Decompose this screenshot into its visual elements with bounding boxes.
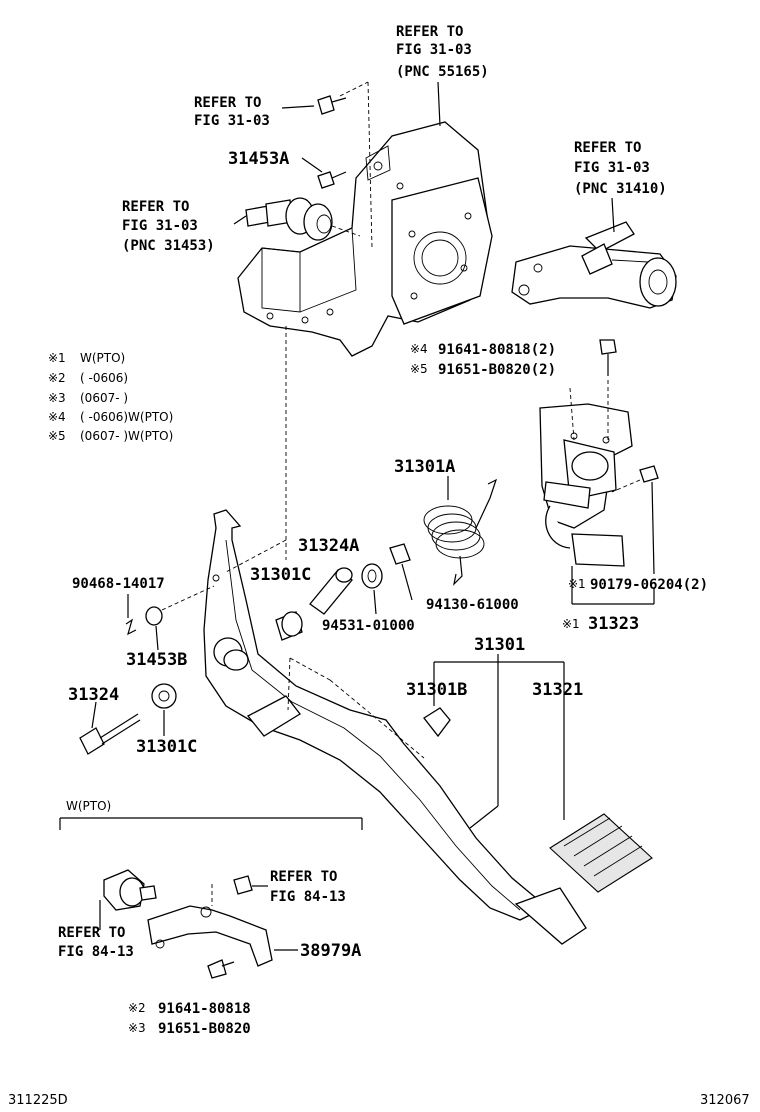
note-2-mark: ※2 <box>48 371 66 385</box>
note-3-mark: ※3 <box>48 391 66 405</box>
screw-31453a-icon <box>317 171 347 189</box>
mark-1b: ※1 <box>562 617 580 631</box>
clutch-master-cylinder-icon <box>511 221 677 309</box>
ref-fig84-right-line2: FIG 84-13 <box>270 889 346 905</box>
note-5-mark: ※5 <box>48 429 66 443</box>
label-31323: 31323 <box>588 614 639 634</box>
ref-55165-line3: (PNC 55165) <box>396 64 489 80</box>
ref-31453-line1: REFER TO <box>122 199 189 215</box>
pedal-pad-31321-icon <box>549 813 653 893</box>
ref-55165-line2: FIG 31-03 <box>396 42 472 58</box>
label-31301: 31301 <box>474 635 525 655</box>
ref-topleft-line2: FIG 31-03 <box>194 113 270 129</box>
note-1-mark: ※1 <box>48 351 66 365</box>
stop-lamp-switch-icon <box>245 197 333 241</box>
label-38979A: 38979A <box>300 941 361 961</box>
pedal-pad-rubber <box>514 887 587 945</box>
label-31301C-bottom: 31301C <box>136 737 197 757</box>
bracket-38979a-icon <box>147 905 273 967</box>
label-91641-top: 91641-80818(2) <box>438 342 556 358</box>
clip-90468-icon <box>125 618 137 636</box>
ref-31410-line2: FIG 31-03 <box>574 160 650 176</box>
label-94130: 94130-61000 <box>426 597 519 613</box>
ref-fig84-left-line1: REFER TO <box>58 925 125 941</box>
label-90179: 90179-06204(2) <box>590 577 708 593</box>
bushing-94130-icon <box>389 543 411 565</box>
ref-31410-line3: (PNC 31410) <box>574 181 667 197</box>
cushion-31453b-icon <box>145 606 163 626</box>
label-91651-top: 91651-B0820(2) <box>438 362 556 378</box>
nut-90179-icon <box>639 465 659 483</box>
ref-31453-line3: (PNC 31453) <box>122 238 215 254</box>
figure-code-right: 312067 <box>700 1093 750 1108</box>
ref-31453-line2: FIG 31-03 <box>122 218 198 234</box>
bolt-top-icon <box>317 95 347 115</box>
label-31453B: 31453B <box>126 650 187 670</box>
note-4-mark: ※4 <box>48 410 66 424</box>
ref-fig84-left-line2: FIG 84-13 <box>58 944 134 960</box>
label-94531: 94531-01000 <box>322 618 415 634</box>
mark-1a: ※1 <box>568 577 586 591</box>
return-spring-icon <box>423 478 498 586</box>
label-91641-bottom: 91641-80818 <box>158 1001 251 1017</box>
mark-3: ※3 <box>128 1021 146 1035</box>
figure-code-left: 311225D <box>8 1093 68 1108</box>
collar-31324a-icon <box>309 567 353 615</box>
ref-topleft-line1: REFER TO <box>194 95 261 111</box>
pto-section-label: W(PTO) <box>66 799 111 813</box>
bolt-31324-icon <box>79 713 141 755</box>
label-31324A: 31324A <box>298 536 359 556</box>
note-1-text: W(PTO) <box>80 351 125 365</box>
bushing-31301c-top-icon <box>275 611 303 641</box>
mark-5: ※5 <box>410 362 428 376</box>
screw-91641-bottom-icon <box>207 959 235 979</box>
note-3-text: (0607- ) <box>80 391 128 405</box>
ref-fig84-right-line1: REFER TO <box>270 869 337 885</box>
ref-55165-line1: REFER TO <box>396 24 463 40</box>
label-31301C-top: 31301C <box>250 565 311 585</box>
note-2-text: ( -0606) <box>80 371 128 385</box>
label-31301A: 31301A <box>394 457 455 477</box>
nut-bottom-icon <box>233 875 253 895</box>
mark-4: ※4 <box>410 342 428 356</box>
ref-31410-line1: REFER TO <box>574 140 641 156</box>
labels: REFER TO FIG 31-03 (PNC 55165) REFER TO … <box>8 24 750 1108</box>
washer-94531-icon <box>361 563 383 589</box>
label-31324: 31324 <box>68 685 119 705</box>
label-31301B: 31301B <box>406 680 467 700</box>
note-5-text: (0607- )W(PTO) <box>80 429 173 443</box>
bushing-31301c-bottom-icon <box>151 683 177 709</box>
label-31453A: 31453A <box>228 149 289 169</box>
note-4-text: ( -0606)W(PTO) <box>80 410 173 424</box>
pedal-bracket <box>237 121 493 357</box>
pto-switch-bottom-icon <box>103 869 157 911</box>
label-90468: 90468-14017 <box>72 576 165 592</box>
mark-2: ※2 <box>128 1001 146 1015</box>
pto-switch-bracket-icon <box>539 403 633 567</box>
label-31321: 31321 <box>532 680 583 700</box>
screw-91641-icon <box>599 339 617 376</box>
notes-legend: ※1 W(PTO) ※2 ( -0606) ※3 (0607- ) ※4 ( -… <box>48 351 173 443</box>
clip-31301b-icon <box>423 707 451 738</box>
label-91651-bottom: 91651-B0820 <box>158 1021 251 1037</box>
